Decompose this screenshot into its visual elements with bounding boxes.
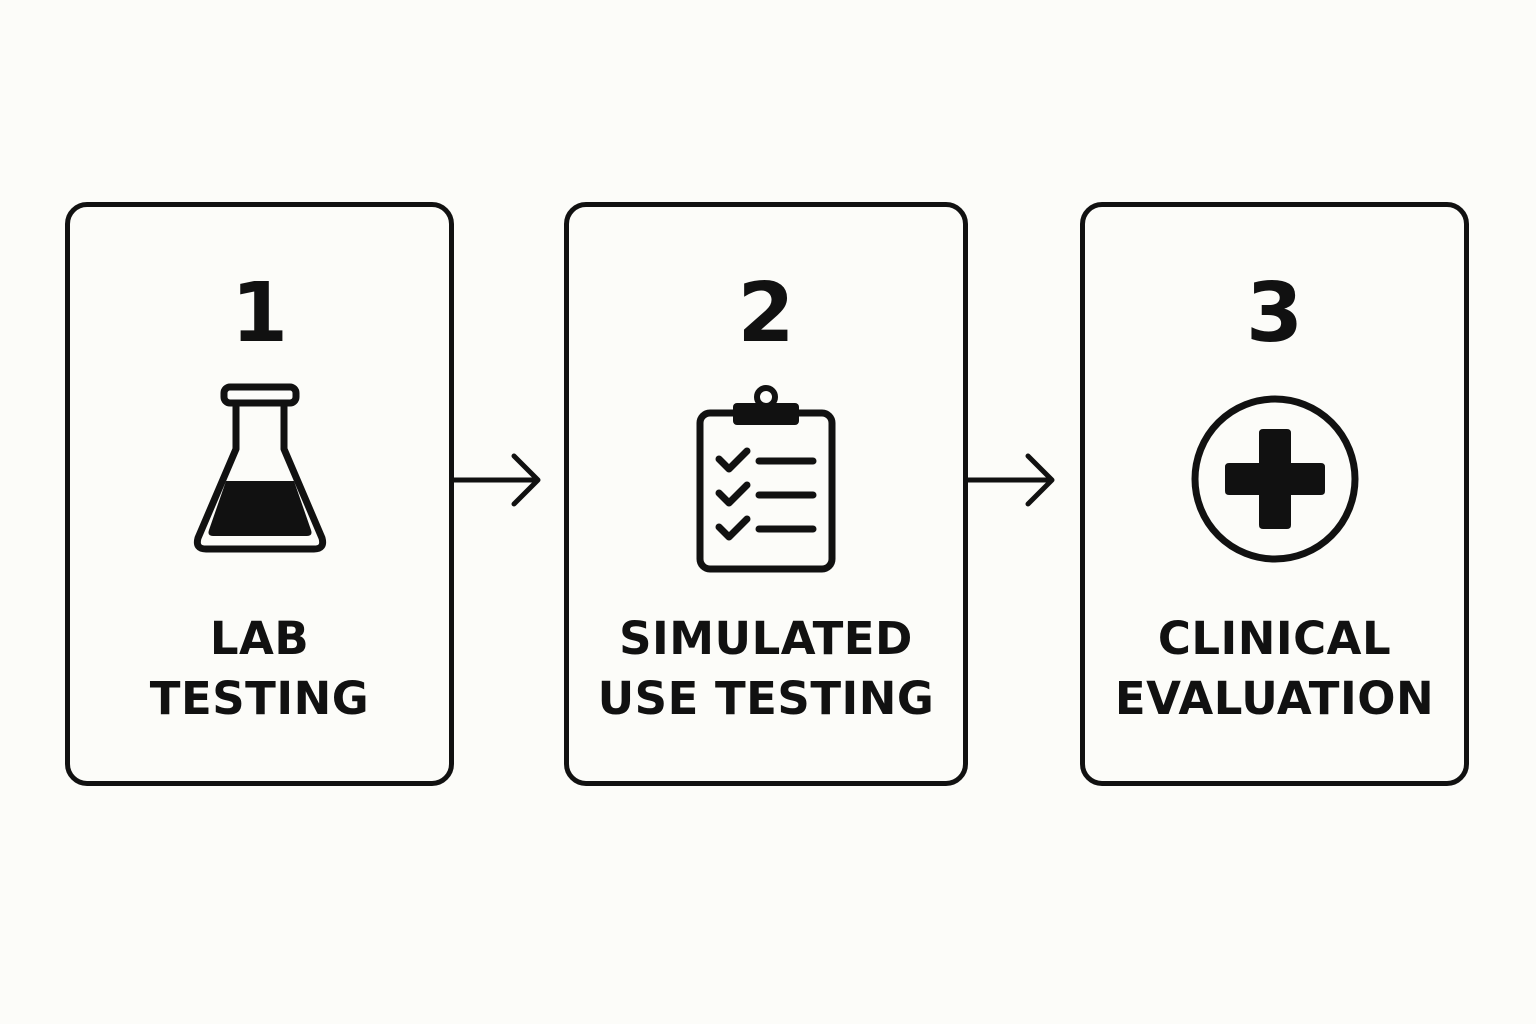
step-card-clinical-evaluation: 3 CLINICAL EVALUATION <box>1080 202 1469 786</box>
step-card-simulated-use-testing: 2 SIMULATED USE TESTING <box>564 202 968 786</box>
step-number: 1 <box>230 266 289 361</box>
arrow-right-icon <box>451 450 564 514</box>
step-label: LAB TESTING <box>70 609 449 729</box>
flask-icon <box>190 383 330 559</box>
step-label: SIMULATED USE TESTING <box>569 609 963 729</box>
step-label-line: EVALUATION <box>1114 672 1435 725</box>
clipboard-checklist-icon <box>691 383 841 577</box>
step-number: 3 <box>1245 266 1304 361</box>
medical-cross-icon <box>1189 393 1361 569</box>
arrow-right-icon <box>965 450 1078 514</box>
step-label-line: SIMULATED <box>619 612 913 665</box>
step-label-line: CLINICAL <box>1157 612 1392 665</box>
step-label-line: TESTING <box>149 672 370 725</box>
step-number: 2 <box>737 266 795 361</box>
step-label: CLINICAL EVALUATION <box>1085 609 1464 729</box>
step-label-line: USE TESTING <box>597 672 935 725</box>
step-label-line: LAB <box>209 612 310 665</box>
step-card-lab-testing: 1 LAB TESTING <box>65 202 454 786</box>
